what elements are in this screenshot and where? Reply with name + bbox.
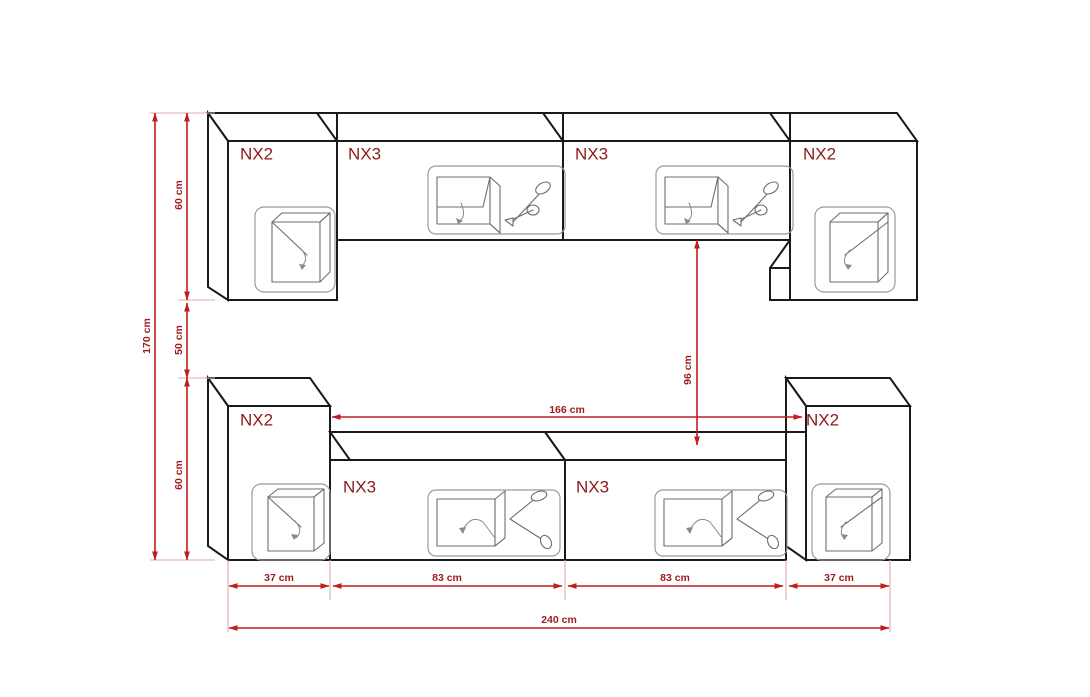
dimension-total-width: 240 cm bbox=[228, 614, 890, 631]
label-top-right-cabinet: NX2 bbox=[803, 144, 836, 163]
dimension-inner-clear-width: 166 cm bbox=[331, 404, 803, 420]
label-bottom-mid-left-cabinet: NX3 bbox=[343, 477, 376, 496]
dimension-total-height: 170 cm bbox=[141, 112, 158, 561]
dimension-inner-clear-height: 96 cm bbox=[682, 239, 700, 446]
label-top-mid-left-cabinet: NX3 bbox=[348, 144, 381, 163]
dim-label-left-cabinet-width: 37 cm bbox=[264, 572, 294, 584]
label-top-mid-right-cabinet: NX3 bbox=[575, 144, 608, 163]
dim-label-inner-clear-height: 96 cm bbox=[682, 355, 694, 385]
dimension-bottom-cabinet-height: 60 cm bbox=[173, 377, 190, 561]
dim-label-inner-clear-width: 166 cm bbox=[549, 404, 585, 416]
dimension-gap-height: 50 cm bbox=[173, 302, 190, 379]
label-bottom-right-cabinet: NX2 bbox=[806, 410, 839, 429]
dimension-right-cabinet-width: 37 cm bbox=[788, 572, 890, 589]
dim-label-total-width: 240 cm bbox=[541, 614, 577, 626]
flap-up-strut-icon bbox=[655, 165, 794, 235]
dim-label-gap-height: 50 cm bbox=[173, 325, 185, 355]
dim-label-mid-right-width: 83 cm bbox=[660, 572, 690, 584]
door-swing-right-icon bbox=[251, 483, 331, 561]
dimension-mid-right-width: 83 cm bbox=[567, 572, 784, 589]
door-swing-right-icon bbox=[254, 206, 336, 293]
dim-label-bottom-cabinet-height: 60 cm bbox=[173, 460, 185, 490]
label-bottom-left-cabinet: NX2 bbox=[240, 410, 273, 429]
label-bottom-mid-right-cabinet: NX3 bbox=[576, 477, 609, 496]
dimension-top-cabinet-height: 60 cm bbox=[173, 112, 190, 301]
dim-label-mid-left-width: 83 cm bbox=[432, 572, 462, 584]
bottom-right-cabinet bbox=[784, 374, 912, 562]
flap-up-strut-icon bbox=[427, 165, 566, 235]
door-swing-left-icon bbox=[811, 483, 891, 561]
dim-label-top-cabinet-height: 60 cm bbox=[173, 180, 185, 210]
dim-label-right-cabinet-width: 37 cm bbox=[824, 572, 854, 584]
flap-down-hinge-icon bbox=[427, 489, 561, 557]
dimension-mid-left-width: 83 cm bbox=[332, 572, 563, 589]
label-top-left-cabinet: NX2 bbox=[240, 144, 273, 163]
dim-label-total-height: 170 cm bbox=[141, 318, 153, 354]
flap-down-hinge-icon bbox=[654, 489, 788, 557]
dimension-left-cabinet-width: 37 cm bbox=[228, 572, 330, 589]
door-swing-left-icon bbox=[814, 206, 896, 293]
